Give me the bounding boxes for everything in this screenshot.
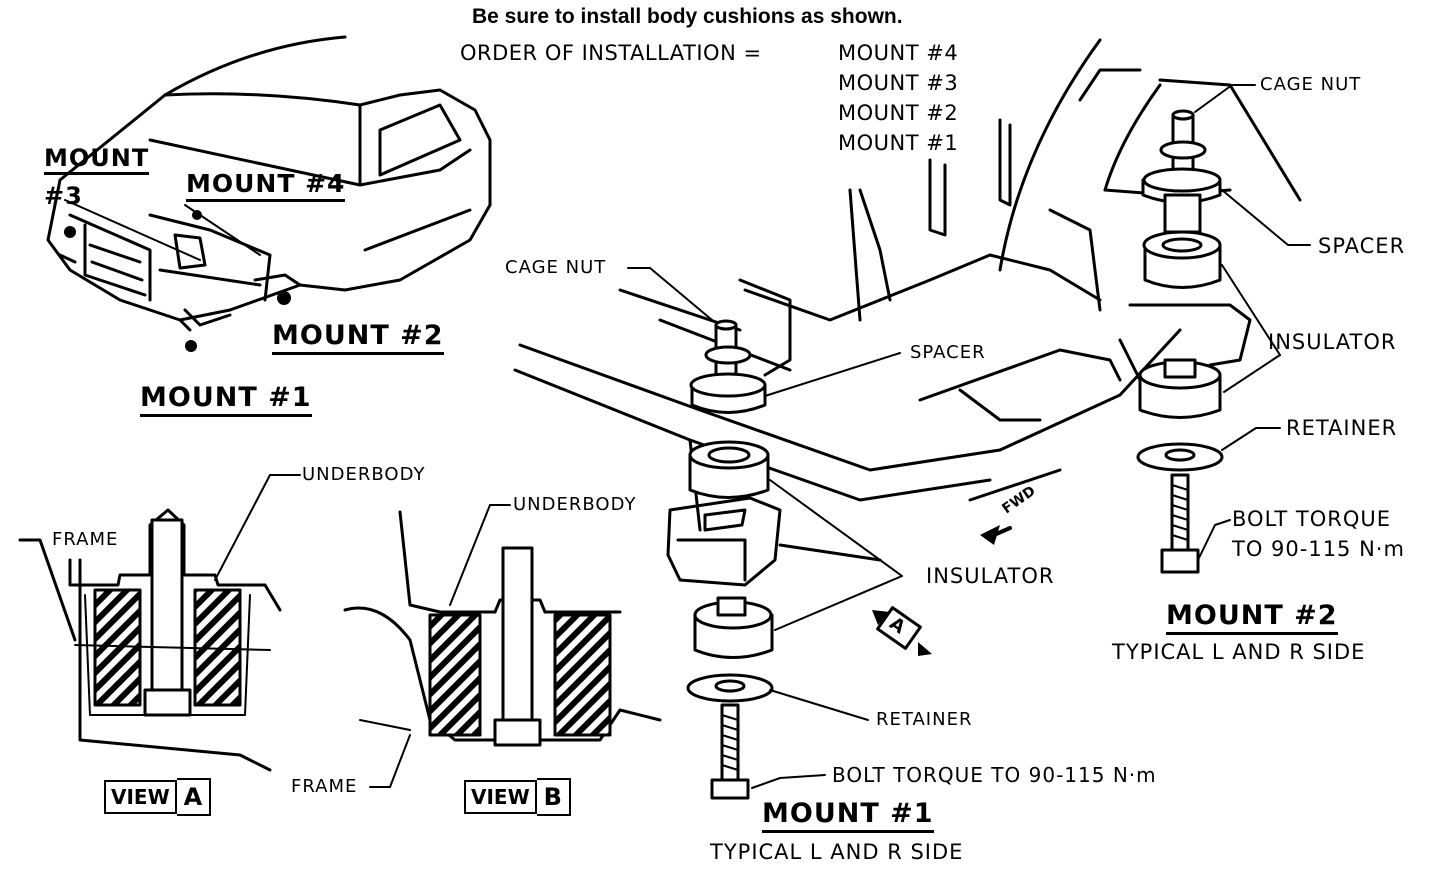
car-mount-3-label-line1: MOUNT <box>44 146 150 175</box>
mount-location-markers <box>64 210 291 352</box>
view-a-word: VIEW <box>104 780 177 814</box>
mount-1-retainer-label: RETAINER <box>876 709 973 730</box>
view-a-arrow <box>872 606 932 656</box>
mount-2-subtitle: TYPICAL L AND R SIDE <box>1112 640 1366 664</box>
mount-1-stack <box>627 267 903 800</box>
order-of-installation-label: ORDER OF INSTALLATION = <box>460 41 762 65</box>
car-outline <box>46 35 492 332</box>
mount-1-subtitle: TYPICAL L AND R SIDE <box>710 840 964 864</box>
mount-2-insulator-label: INSULATOR <box>1268 330 1397 354</box>
mount-2-title: MOUNT #2 <box>1166 602 1338 635</box>
fwd-arrow <box>980 525 1012 545</box>
frame-rail-illustration <box>513 38 1302 587</box>
car-mount-4-label: MOUNT #4 <box>186 171 346 202</box>
mount-2-cage-nut-label: CAGE NUT <box>1260 74 1362 95</box>
view-a-cross-section <box>18 474 301 772</box>
mount-2-retainer-label: RETAINER <box>1286 416 1398 440</box>
order-item-1: MOUNT #4 <box>838 41 959 65</box>
mount-1-insulator-label: INSULATOR <box>926 564 1055 588</box>
mount-2-bolt-torque-line1: BOLT TORQUE <box>1232 507 1391 531</box>
view-a-frame-label: FRAME <box>52 529 119 550</box>
order-item-3: MOUNT #2 <box>838 101 959 125</box>
view-b-cross-section <box>343 504 662 788</box>
order-item-2: MOUNT #3 <box>838 71 959 95</box>
mount-2-stack <box>1136 84 1311 574</box>
car-mount-3-label-line2: #3 <box>44 182 83 210</box>
mount-1-spacer-label: SPACER <box>910 342 986 363</box>
mount-1-title: MOUNT #1 <box>762 800 934 833</box>
mount-1-cage-nut-label: CAGE NUT <box>505 257 607 278</box>
view-a-letter: A <box>176 778 212 816</box>
view-b-word: VIEW <box>464 780 537 814</box>
view-b-letter: B <box>536 778 571 816</box>
mount-1-bolt-torque-label: BOLT TORQUE TO 90-115 N·m <box>832 763 1157 787</box>
order-item-4: MOUNT #1 <box>838 131 959 155</box>
view-b-underbody-label: UNDERBODY <box>513 494 637 515</box>
view-b-frame-label: FRAME <box>291 776 358 797</box>
view-a-underbody-label: UNDERBODY <box>302 464 426 485</box>
install-note: Be sure to install body cushions as show… <box>472 5 903 28</box>
car-mount-2-label: MOUNT #2 <box>272 322 444 355</box>
mount-2-spacer-label: SPACER <box>1318 234 1406 258</box>
mount-2-bolt-torque-line2: TO 90-115 N·m <box>1232 537 1405 561</box>
car-mount-1-label: MOUNT #1 <box>140 384 312 417</box>
